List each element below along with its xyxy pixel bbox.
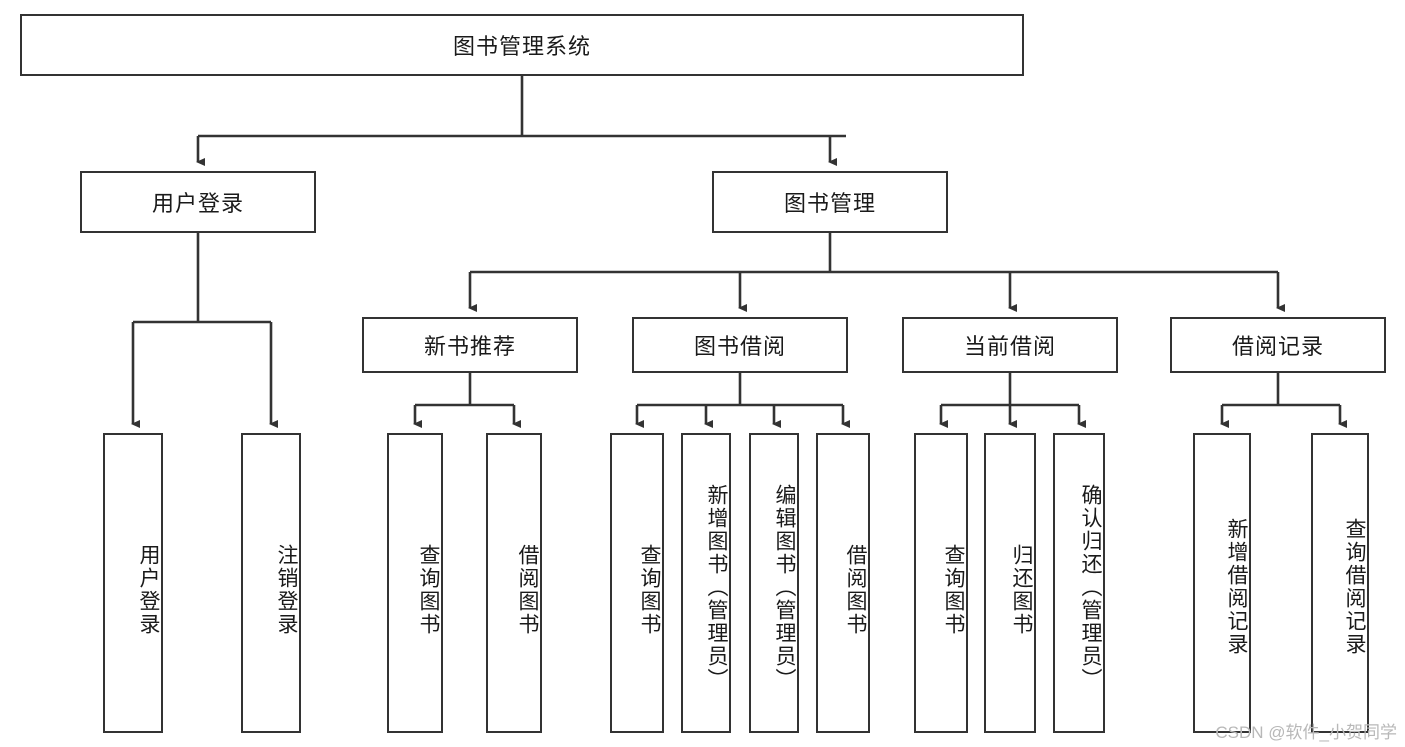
node-book-borrow[interactable]: 图书借阅	[632, 317, 848, 373]
leaf-borrow-book[interactable]: 借阅图书	[816, 433, 870, 733]
node-current-borrow[interactable]: 当前借阅	[902, 317, 1118, 373]
leaf-query-book-recommend[interactable]: 查询图书	[387, 433, 443, 733]
node-user-login[interactable]: 用户登录	[80, 171, 316, 233]
node-label: 图书管理系统	[452, 34, 591, 59]
node-borrow-record[interactable]: 借阅记录	[1170, 317, 1386, 373]
leaf-query-book-current[interactable]: 查询图书	[914, 433, 968, 733]
node-label: 借阅图书	[516, 544, 539, 636]
node-label: 查询图书	[638, 544, 661, 636]
leaf-borrow-book-recommend[interactable]: 借阅图书	[486, 433, 542, 733]
leaf-edit-book-admin[interactable]: 编辑图书（管理员）	[749, 433, 799, 733]
node-label: 图书借阅	[693, 334, 786, 359]
node-label: 查询图书	[942, 544, 965, 636]
leaf-confirm-return-admin[interactable]: 确认归还（管理员）	[1053, 433, 1105, 733]
leaf-add-book-admin[interactable]: 新增图书（管理员）	[681, 433, 731, 733]
node-label: 查询图书	[417, 544, 440, 636]
leaf-return-book[interactable]: 归还图书	[984, 433, 1036, 733]
node-label: 注销登录	[275, 544, 298, 636]
node-book-management[interactable]: 图书管理	[712, 171, 948, 233]
node-label: 当前借阅	[963, 334, 1056, 359]
leaf-query-borrow-record[interactable]: 查询借阅记录	[1311, 433, 1369, 733]
node-label: 图书管理	[783, 191, 876, 216]
node-label: 新增图书（管理员）	[705, 483, 728, 691]
node-label: 用户登录	[151, 191, 244, 216]
node-label: 新增借阅记录	[1225, 518, 1248, 656]
node-label: 编辑图书（管理员）	[773, 483, 796, 691]
csdn-watermark: CSDN @软件_小贺同学	[1215, 723, 1397, 742]
leaf-logout[interactable]: 注销登录	[241, 433, 301, 733]
leaf-add-borrow-record[interactable]: 新增借阅记录	[1193, 433, 1251, 733]
node-label: 确认归还（管理员）	[1079, 483, 1102, 691]
leaf-query-book-borrow[interactable]: 查询图书	[610, 433, 664, 733]
leaf-user-login[interactable]: 用户登录	[103, 433, 163, 733]
node-label: 借阅图书	[844, 544, 867, 636]
node-label: 借阅记录	[1231, 334, 1324, 359]
node-new-book-recommend[interactable]: 新书推荐	[362, 317, 578, 373]
node-label: 查询借阅记录	[1343, 518, 1366, 656]
node-label: 新书推荐	[423, 334, 516, 359]
node-root-book-management-system[interactable]: 图书管理系统	[20, 14, 1024, 76]
node-label: 用户登录	[137, 544, 160, 636]
node-label: 归还图书	[1010, 544, 1033, 636]
